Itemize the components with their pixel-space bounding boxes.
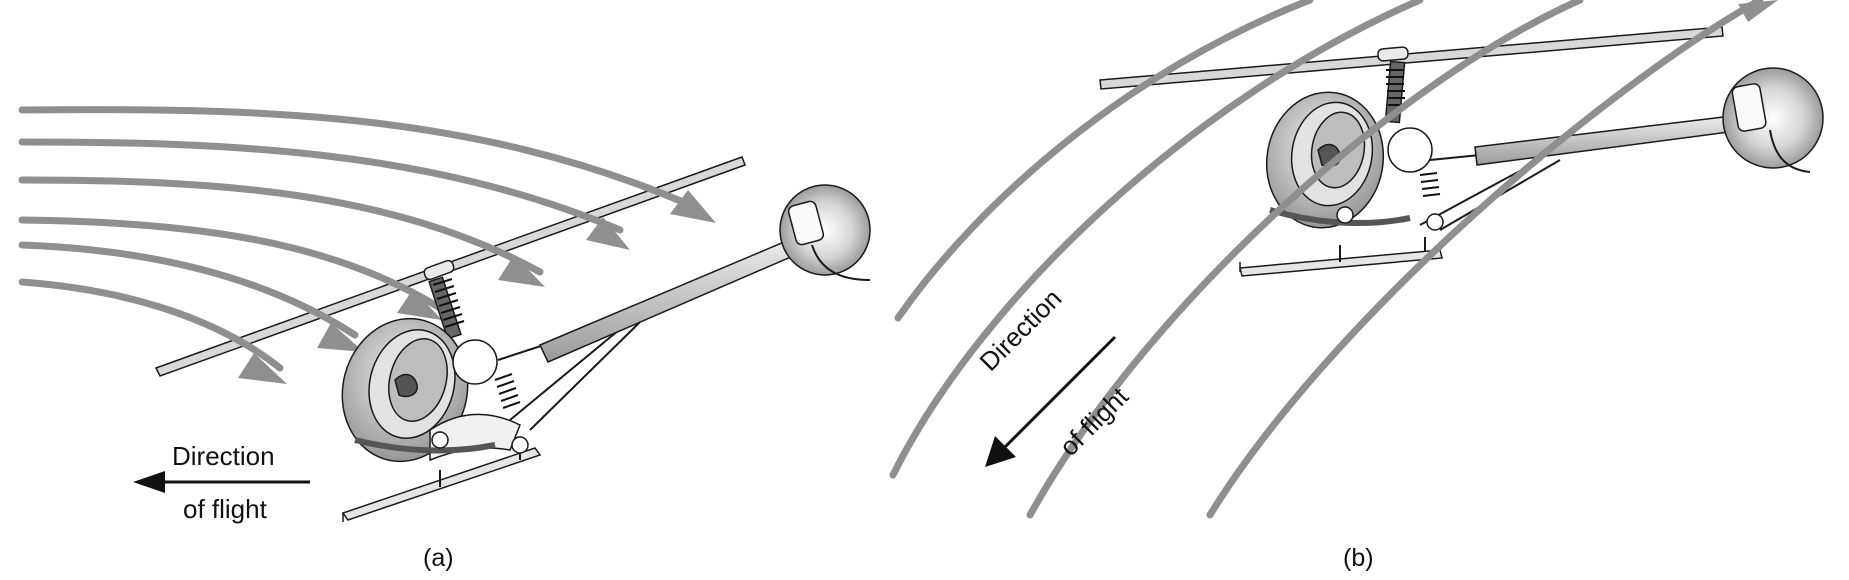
panel-label-b: (b)	[1343, 544, 1374, 572]
helicopter-a	[341, 184, 871, 522]
direction-arrow-a	[133, 471, 310, 493]
airflow-line	[18, 278, 284, 372]
airflow-arrowhead	[1738, 0, 1778, 22]
airflow-lines-b	[889, 0, 1764, 519]
direction-label-a-line2: of flight	[183, 494, 267, 524]
airflow-line	[1206, 0, 1764, 519]
airflow-line	[889, 0, 1424, 479]
airflow-arrowheads-a	[238, 190, 716, 384]
main-rotor-blade-b	[1099, 26, 1724, 90]
airflow-arrowhead	[670, 190, 716, 223]
airflow-arrowhead	[498, 255, 545, 287]
panel-a	[18, 106, 871, 522]
airflow-arrowhead	[586, 217, 630, 250]
airflow-arrowheads-b	[1738, 0, 1778, 22]
airflow-line	[18, 176, 544, 276]
landing-skid	[341, 447, 542, 521]
airflow-arrowhead	[397, 289, 442, 320]
airflow-line	[894, 0, 1314, 322]
airflow-line	[1026, 0, 1584, 519]
panel-label-a: (a)	[423, 544, 454, 572]
airflow-line	[18, 138, 624, 234]
panel-b	[889, 0, 1824, 519]
airflow-arrowhead	[317, 323, 364, 352]
airflow-line	[18, 241, 359, 339]
direction-label-a-line1: Direction	[172, 441, 275, 471]
landing-skid	[1239, 249, 1443, 277]
airflow-arrowhead	[238, 353, 287, 384]
airflow-lines-a	[18, 106, 694, 372]
airflow-line	[18, 216, 444, 312]
direction-arrow-b	[985, 335, 1117, 467]
airflow-line	[18, 106, 694, 209]
